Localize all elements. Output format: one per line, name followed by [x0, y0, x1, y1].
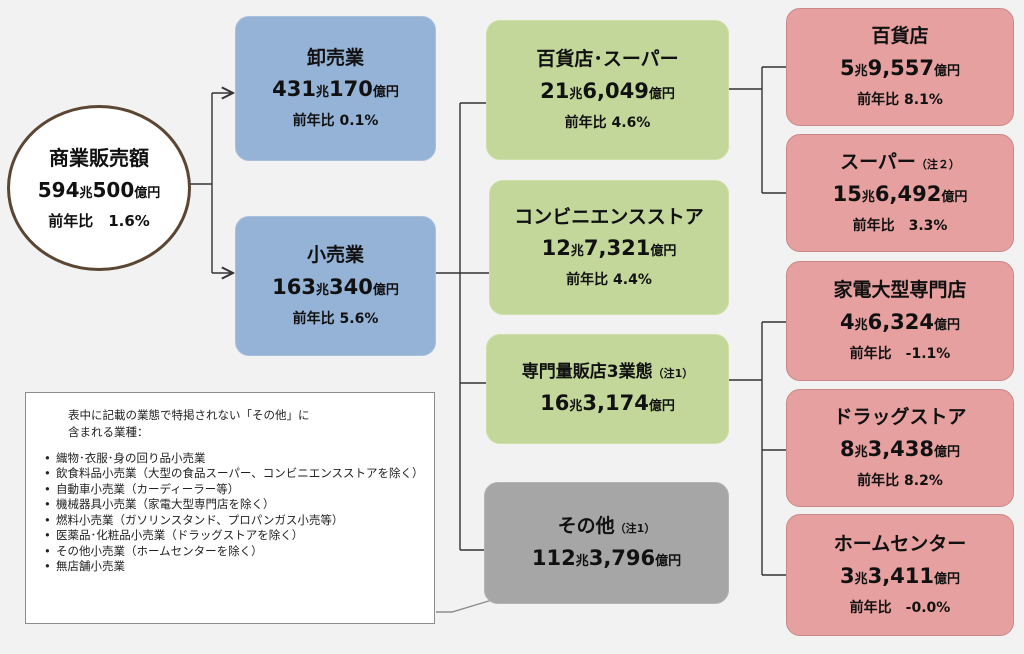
supermarket-node: スーパー（注２） 15兆6,492億円 前年比 3.3%	[786, 134, 1014, 252]
specialty-value: 16兆3,174億円	[540, 390, 675, 415]
retail-node: 小売業 163兆340億円 前年比 5.6%	[235, 216, 436, 356]
specialty-title: 専門量販店3業態（注1）	[521, 362, 694, 383]
department-store-growth: 前年比 8.1%	[857, 91, 943, 108]
list-item: 織物･衣服･身の回り品小売業	[44, 451, 422, 467]
retail-growth: 前年比 5.6%	[292, 310, 379, 327]
convenience-value: 12兆7,321億円	[541, 236, 677, 261]
department-store-node: 百貨店 5兆9,557億円 前年比 8.1%	[786, 8, 1014, 126]
other-category-legend: 表中に記載の業態で特掲されない「その他」に 含まれる業種： 織物･衣服･身の回り…	[25, 392, 435, 624]
specialty-node: 専門量販店3業態（注1） 16兆3,174億円	[486, 334, 729, 444]
total-sales-node: 商業販売額 594兆500億円 前年比 1.6%	[7, 105, 191, 271]
retail-title: 小売業	[306, 244, 364, 266]
list-item: 燃料小売業（ガソリンスタンド、プロパンガス小売等）	[44, 513, 422, 529]
convenience-growth: 前年比 4.4%	[566, 272, 652, 289]
legend-intro-line1: 表中に記載の業態で特掲されない「その他」に	[68, 408, 310, 422]
convenience-node: コンビニエンスストア 12兆7,321億円 前年比 4.4%	[489, 180, 729, 315]
home-center-value: 3兆3,411億円	[839, 563, 961, 588]
list-item: 無店舗小売業	[44, 559, 422, 575]
wholesale-value: 431兆170億円	[272, 77, 399, 102]
home-center-node: ホームセンター 3兆3,411億円 前年比 -0.0%	[786, 514, 1014, 636]
supermarket-title: スーパー（注２）	[840, 151, 960, 173]
drugstore-node: ドラッグストア 8兆3,438億円 前年比 8.2%	[786, 389, 1014, 507]
drugstore-growth: 前年比 8.2%	[857, 472, 943, 489]
specialty-note: （注1）	[652, 367, 694, 381]
home-center-title: ホームセンター	[833, 533, 967, 555]
supermarket-growth: 前年比 3.3%	[852, 217, 948, 234]
wholesale-title: 卸売業	[306, 46, 364, 69]
other-title: その他（注1）	[557, 515, 656, 537]
legend-intro: 表中に記載の業態で特掲されない「その他」に 含まれる業種：	[42, 407, 422, 442]
total-sales-title: 商業販売額	[49, 145, 149, 170]
department-store-value: 5兆9,557億円	[839, 55, 961, 80]
list-item: その他小売業（ホームセンターを除く）	[44, 544, 422, 560]
total-sales-value: 594兆500億円	[37, 177, 161, 202]
retail-value: 163兆340億円	[272, 274, 399, 299]
dept-super-value: 21兆6,049億円	[540, 78, 675, 103]
list-item: 医薬品･化粧品小売業（ドラッグストアを除く）	[44, 528, 422, 544]
other-node: その他（注1） 112兆3,796億円	[484, 482, 729, 604]
convenience-title: コンビニエンスストア	[514, 205, 704, 228]
drugstore-title: ドラッグストア	[833, 406, 967, 428]
list-item: 自動車小売業（カーディーラー等）	[44, 482, 422, 498]
total-sales-growth: 前年比 1.6%	[48, 211, 150, 230]
dept-super-growth: 前年比 4.6%	[564, 114, 651, 131]
other-value: 112兆3,796億円	[531, 545, 682, 570]
legend-intro-line2: 含まれる業種：	[68, 425, 149, 440]
electronics-store-node: 家電大型専門店 4兆6,324億円 前年比 -1.1%	[786, 261, 1014, 381]
electronics-store-title: 家電大型専門店	[833, 279, 967, 301]
home-center-growth: 前年比 -0.0%	[849, 599, 951, 616]
wholesale-growth: 前年比 0.1%	[292, 113, 379, 130]
electronics-store-growth: 前年比 -1.1%	[849, 345, 951, 362]
drugstore-value: 8兆3,438億円	[839, 436, 961, 461]
list-item: 飲食料品小売業（大型の食品スーパー、コンビニエンスストアを除く）	[44, 466, 424, 482]
electronics-store-value: 4兆6,324億円	[839, 309, 961, 334]
supermarket-note: （注２）	[915, 158, 960, 171]
wholesale-node: 卸売業 431兆170億円 前年比 0.1%	[235, 16, 436, 161]
department-store-title: 百貨店	[871, 25, 929, 47]
supermarket-value: 15兆6,492億円	[832, 181, 968, 206]
list-item: 機械器具小売業（家電大型専門店を除く）	[44, 497, 422, 513]
dept-super-node: 百貨店･スーパー 21兆6,049億円 前年比 4.6%	[486, 20, 729, 160]
legend-list: 織物･衣服･身の回り品小売業 飲食料品小売業（大型の食品スーパー、コンビニエンス…	[42, 451, 424, 575]
other-note: （注1）	[614, 522, 656, 535]
dept-super-title: 百貨店･スーパー	[536, 48, 679, 70]
